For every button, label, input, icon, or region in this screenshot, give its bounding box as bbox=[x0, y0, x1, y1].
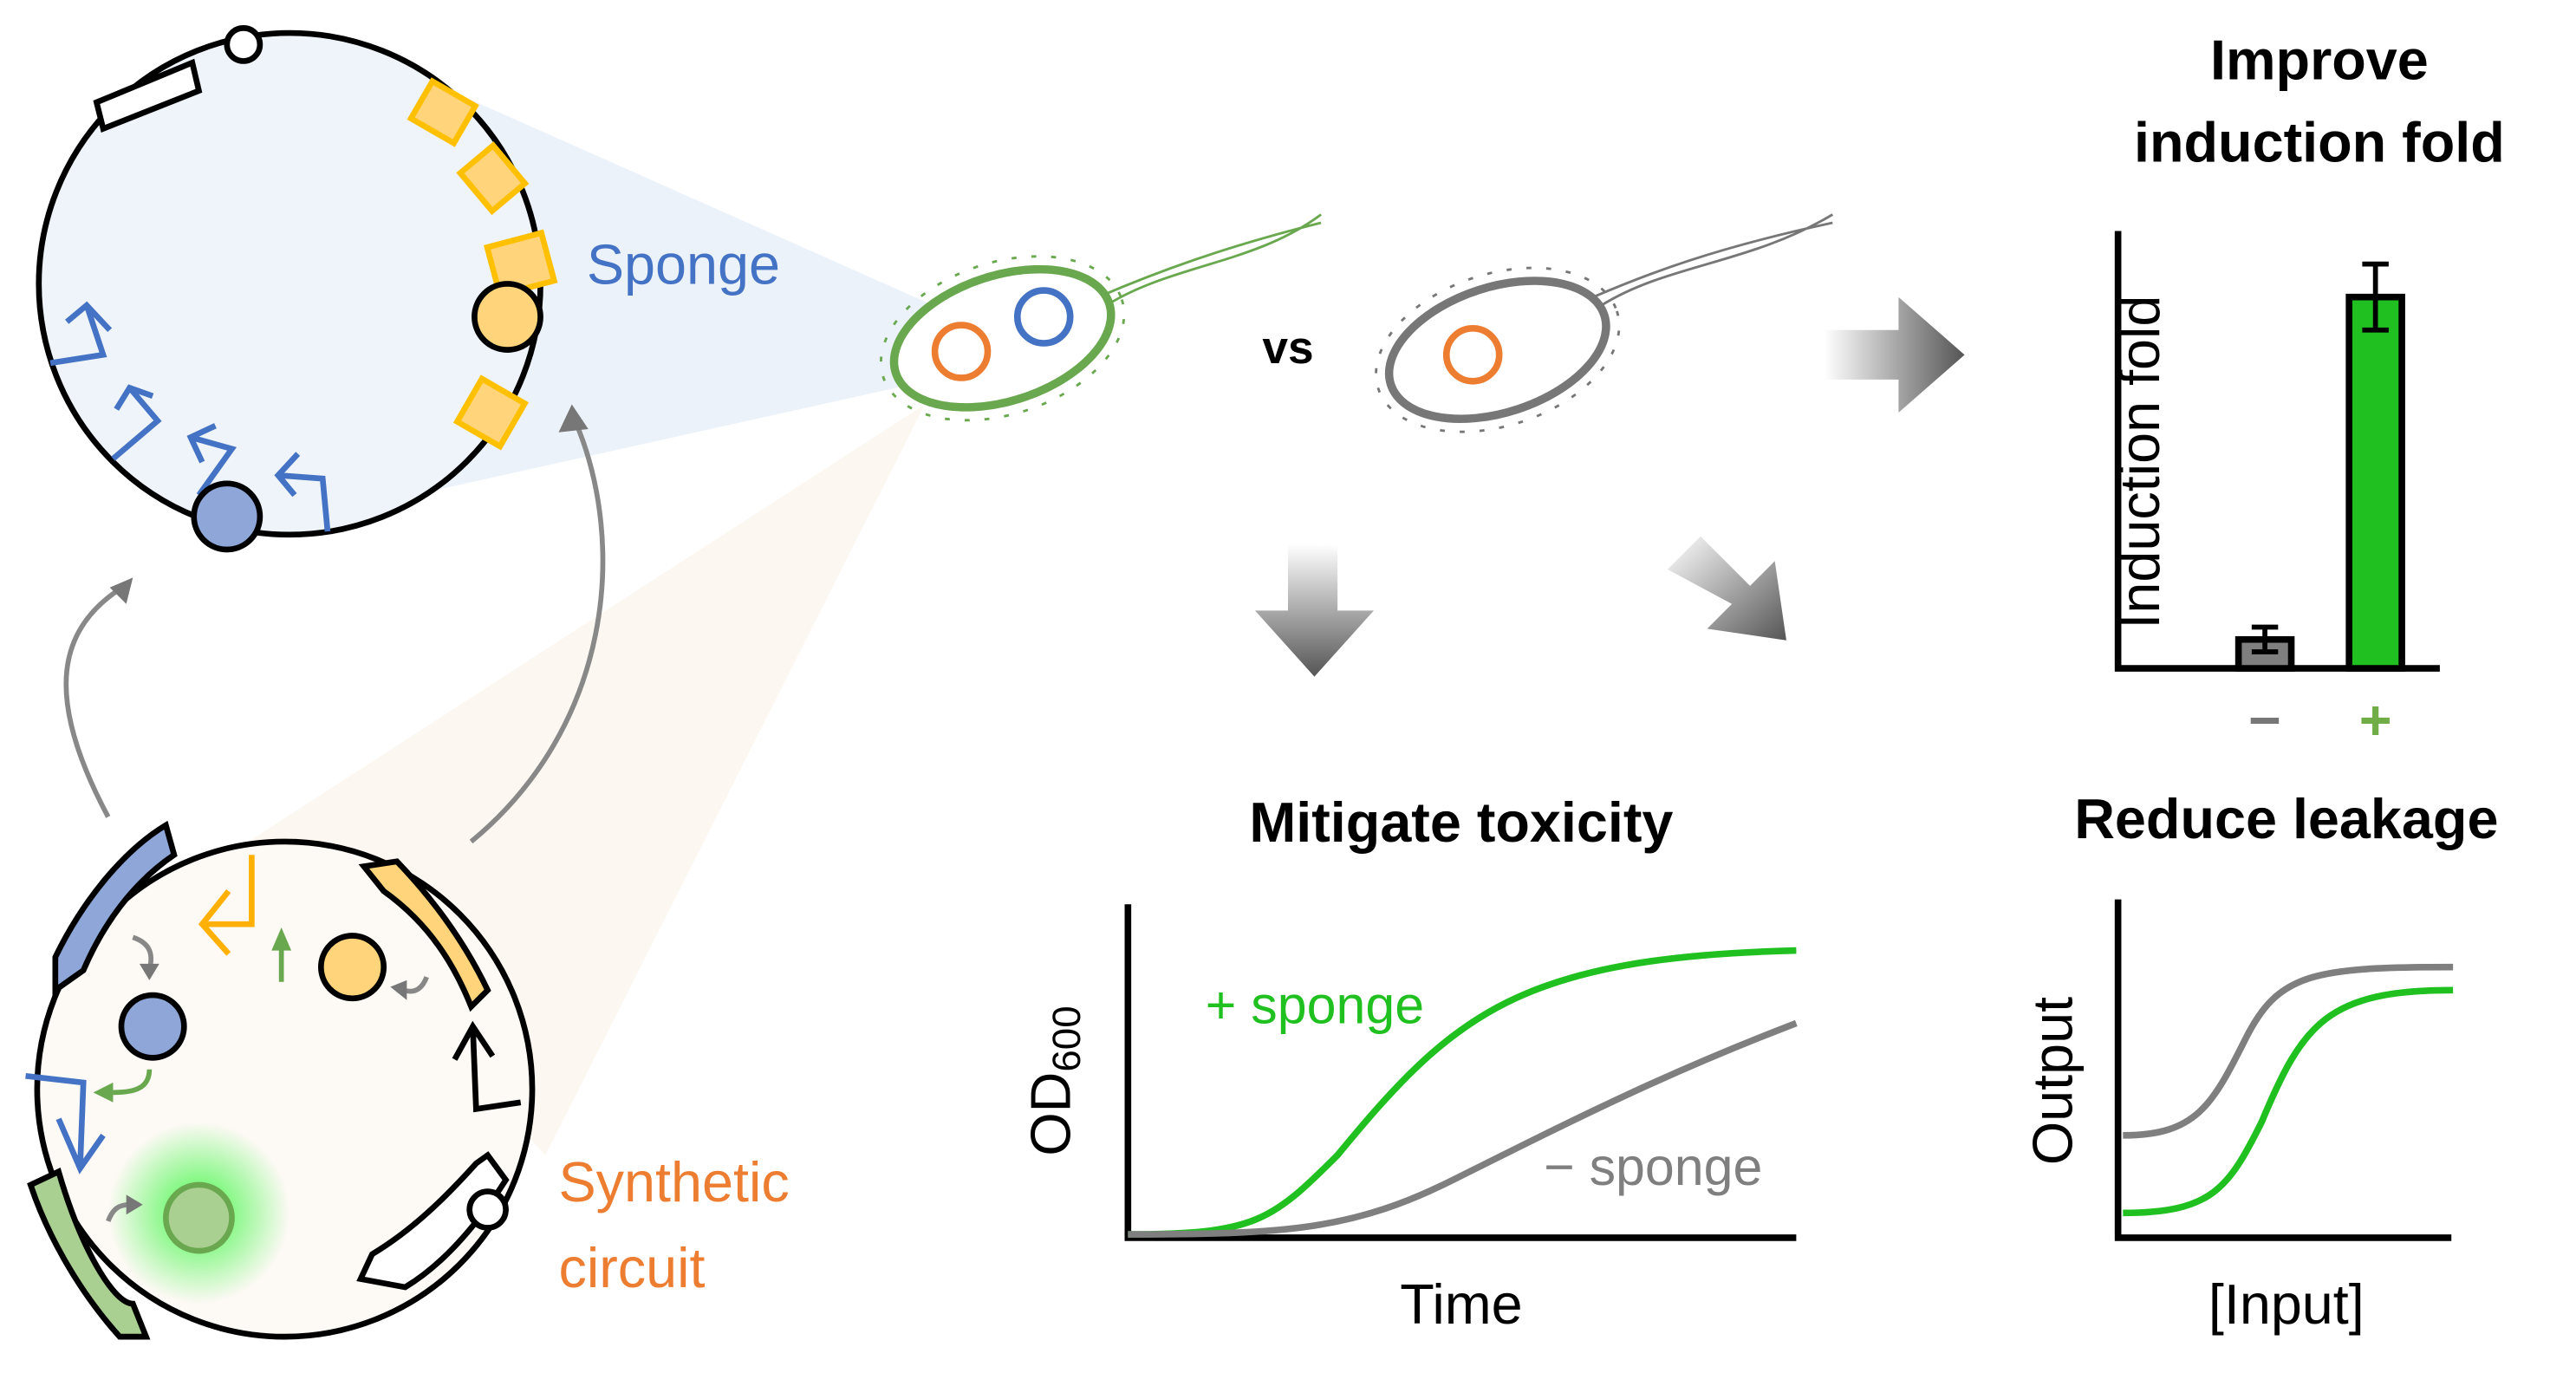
gene-blue-icon bbox=[52, 820, 178, 996]
promoter-black-icon bbox=[452, 1020, 522, 1113]
synthetic-circuit-label-line2: circuit bbox=[559, 1236, 706, 1299]
synthetic-circuit-plasmid bbox=[25, 820, 536, 1340]
arrow-right-icon bbox=[1824, 296, 1965, 413]
error-bar-minus bbox=[2251, 624, 2279, 654]
leakage-title: Reduce leakage bbox=[2074, 787, 2498, 850]
circuit-plasmid-icon bbox=[1442, 325, 1503, 385]
sponge-plasmid bbox=[36, 25, 558, 553]
toxicity-title: Mitigate toxicity bbox=[1249, 791, 1673, 854]
circuit-plasmid-icon bbox=[931, 322, 992, 381]
gene-yellow-icon bbox=[358, 858, 491, 1012]
induction-title-line1: Improve bbox=[2210, 28, 2429, 91]
promoter-yellow-icon bbox=[198, 855, 255, 956]
axes bbox=[2114, 231, 2440, 672]
sponge-label: Sponge bbox=[587, 232, 780, 296]
gene-block-icon bbox=[93, 58, 203, 133]
arrow-down-icon bbox=[1254, 544, 1374, 677]
promoter-blue-icon bbox=[25, 1072, 106, 1175]
axes bbox=[2114, 899, 2452, 1241]
protein-blue-icon bbox=[118, 992, 187, 1061]
origin-icon bbox=[466, 1188, 509, 1231]
curved-arrow-icon bbox=[63, 583, 127, 818]
legend-minus-sponge: − sponge bbox=[1544, 1137, 1762, 1196]
vs-label: vs bbox=[1262, 322, 1313, 374]
bar-plus bbox=[2345, 293, 2405, 672]
sponge-plasmid-icon bbox=[1013, 287, 1074, 347]
toxicity-xlabel: Time bbox=[1400, 1272, 1522, 1336]
flagellum-icon bbox=[1097, 213, 1322, 307]
protein-yellow-icon bbox=[472, 281, 543, 353]
curve-plus-sponge bbox=[1128, 947, 1797, 1238]
protein-blue-icon bbox=[191, 480, 263, 553]
promoter-arrows-icon bbox=[49, 301, 331, 532]
toxicity-chart: Mitigate toxicity OD600 + sponge − spong… bbox=[1019, 791, 1798, 1336]
sponge-zoom-wedge bbox=[413, 74, 933, 496]
leakage-ylabel: Output bbox=[2020, 997, 2084, 1165]
tick-label-plus: + bbox=[2359, 688, 2392, 752]
protein-yellow-icon bbox=[318, 933, 387, 1002]
bacterium-without-sponge bbox=[1375, 213, 1834, 433]
legend-plus-sponge: + sponge bbox=[1206, 975, 1424, 1034]
error-bar-plus bbox=[2362, 261, 2389, 333]
flagellum-icon bbox=[1592, 213, 1834, 307]
induction-title-line2: induction fold bbox=[2134, 111, 2505, 174]
tick-label-minus: − bbox=[2248, 688, 2281, 752]
curved-arrow-icon bbox=[469, 420, 606, 844]
curve-minus-sponge bbox=[1128, 1019, 1798, 1238]
bacterium-with-sponge bbox=[879, 213, 1322, 422]
synthetic-circuit-label-line1: Synthetic bbox=[559, 1150, 790, 1214]
origin-icon bbox=[224, 25, 263, 64]
toxicity-ylabel: OD600 bbox=[1019, 1005, 1089, 1155]
protein-green-icon bbox=[163, 1181, 235, 1254]
leakage-chart: Reduce leakage Output [Input] bbox=[2020, 787, 2498, 1336]
curve-without-sponge bbox=[2123, 963, 2454, 1139]
gene-green-icon bbox=[27, 1168, 151, 1340]
arrow-diagonal-icon bbox=[1667, 536, 1786, 641]
leakage-xlabel: [Input] bbox=[2208, 1272, 2365, 1336]
binding-sites-icon bbox=[407, 77, 558, 451]
induction-fold-chart: Improve induction fold Induction fold − … bbox=[2108, 28, 2505, 752]
curve-with-sponge bbox=[2123, 986, 2454, 1217]
